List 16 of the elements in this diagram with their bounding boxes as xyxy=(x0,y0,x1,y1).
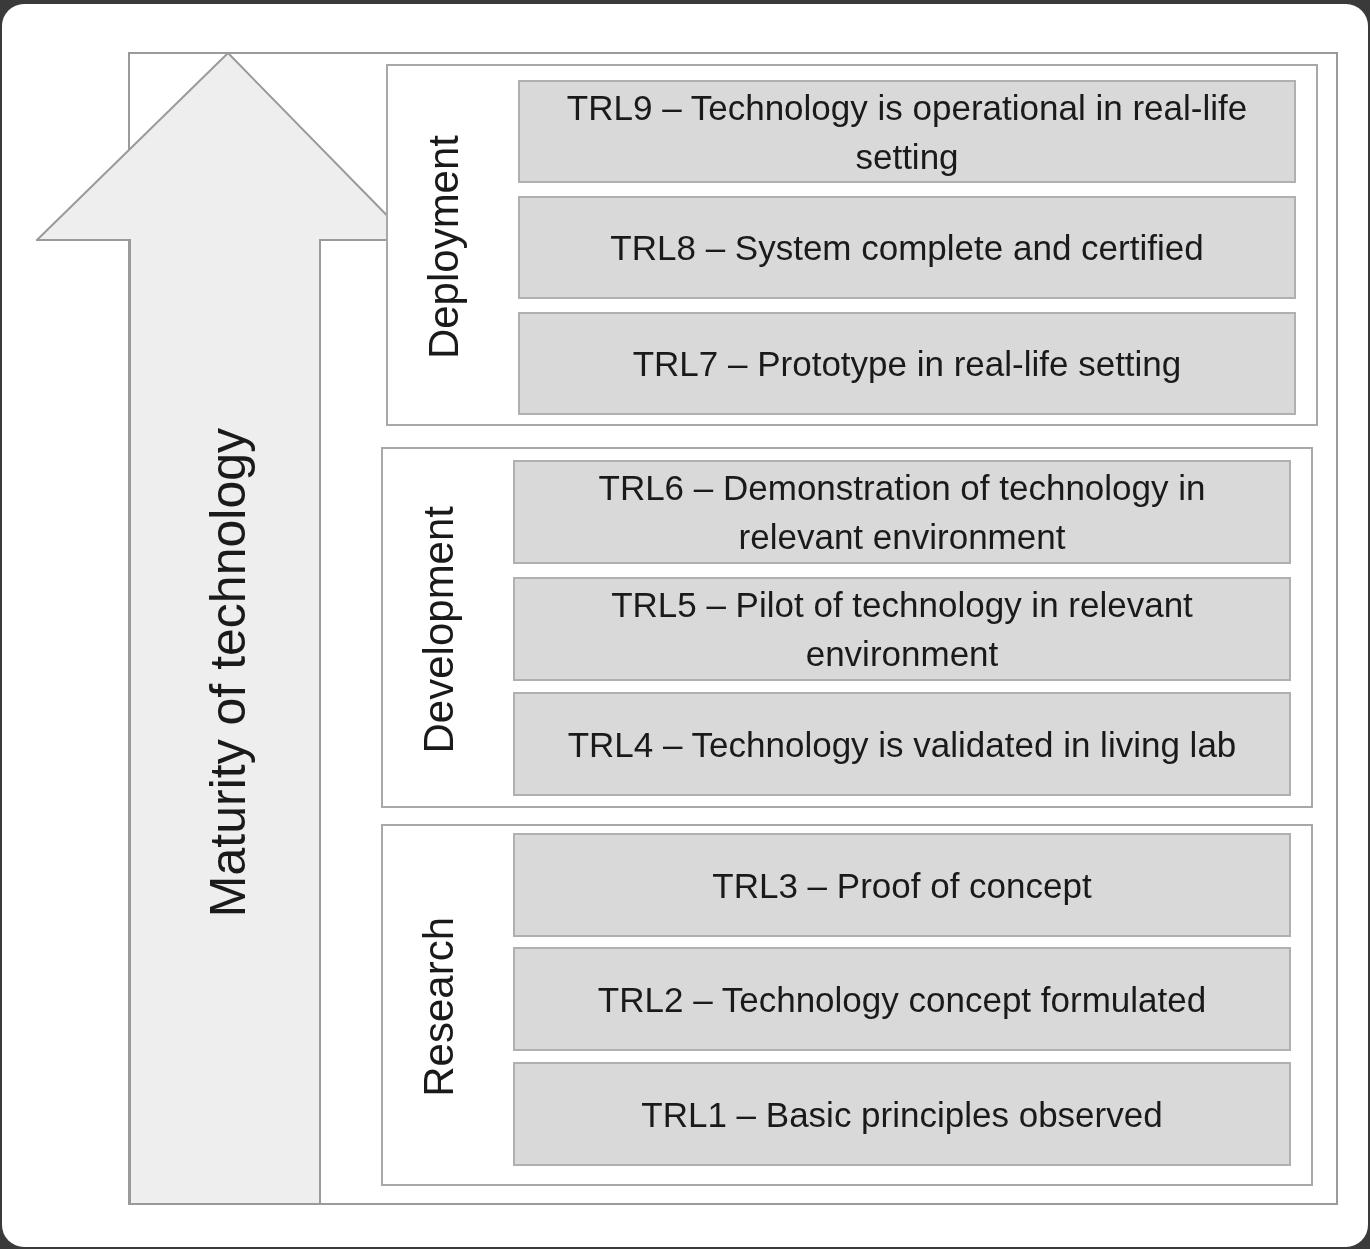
stage-panel xyxy=(381,824,1313,1186)
level-box: TRL3 – Proof of concept xyxy=(513,833,1291,937)
level-box: TRL1 – Basic principles observed xyxy=(513,1062,1291,1166)
stage-heading: Research xyxy=(415,917,463,1097)
level-box: TRL4 – Technology is validated in living lab xyxy=(513,692,1291,796)
level-box: TRL8 – System complete and certified xyxy=(518,196,1296,299)
level-box: TRL9 – Technology is operational in real-life setting xyxy=(518,80,1296,183)
axis-label: Maturity of technology xyxy=(199,427,257,917)
level-box: TRL2 – Technology concept formulated xyxy=(513,947,1291,1051)
level-box: TRL5 – Pilot of technology in relevant environment xyxy=(513,577,1291,681)
stage-panel xyxy=(381,447,1313,808)
stage-heading: Deployment xyxy=(420,135,468,360)
level-box: TRL6 – Demonstration of technology in relevant environment xyxy=(513,460,1291,564)
stage-panel xyxy=(386,64,1318,426)
stage-heading: Development xyxy=(415,506,463,754)
level-box: TRL7 – Prototype in real-life setting xyxy=(518,312,1296,415)
